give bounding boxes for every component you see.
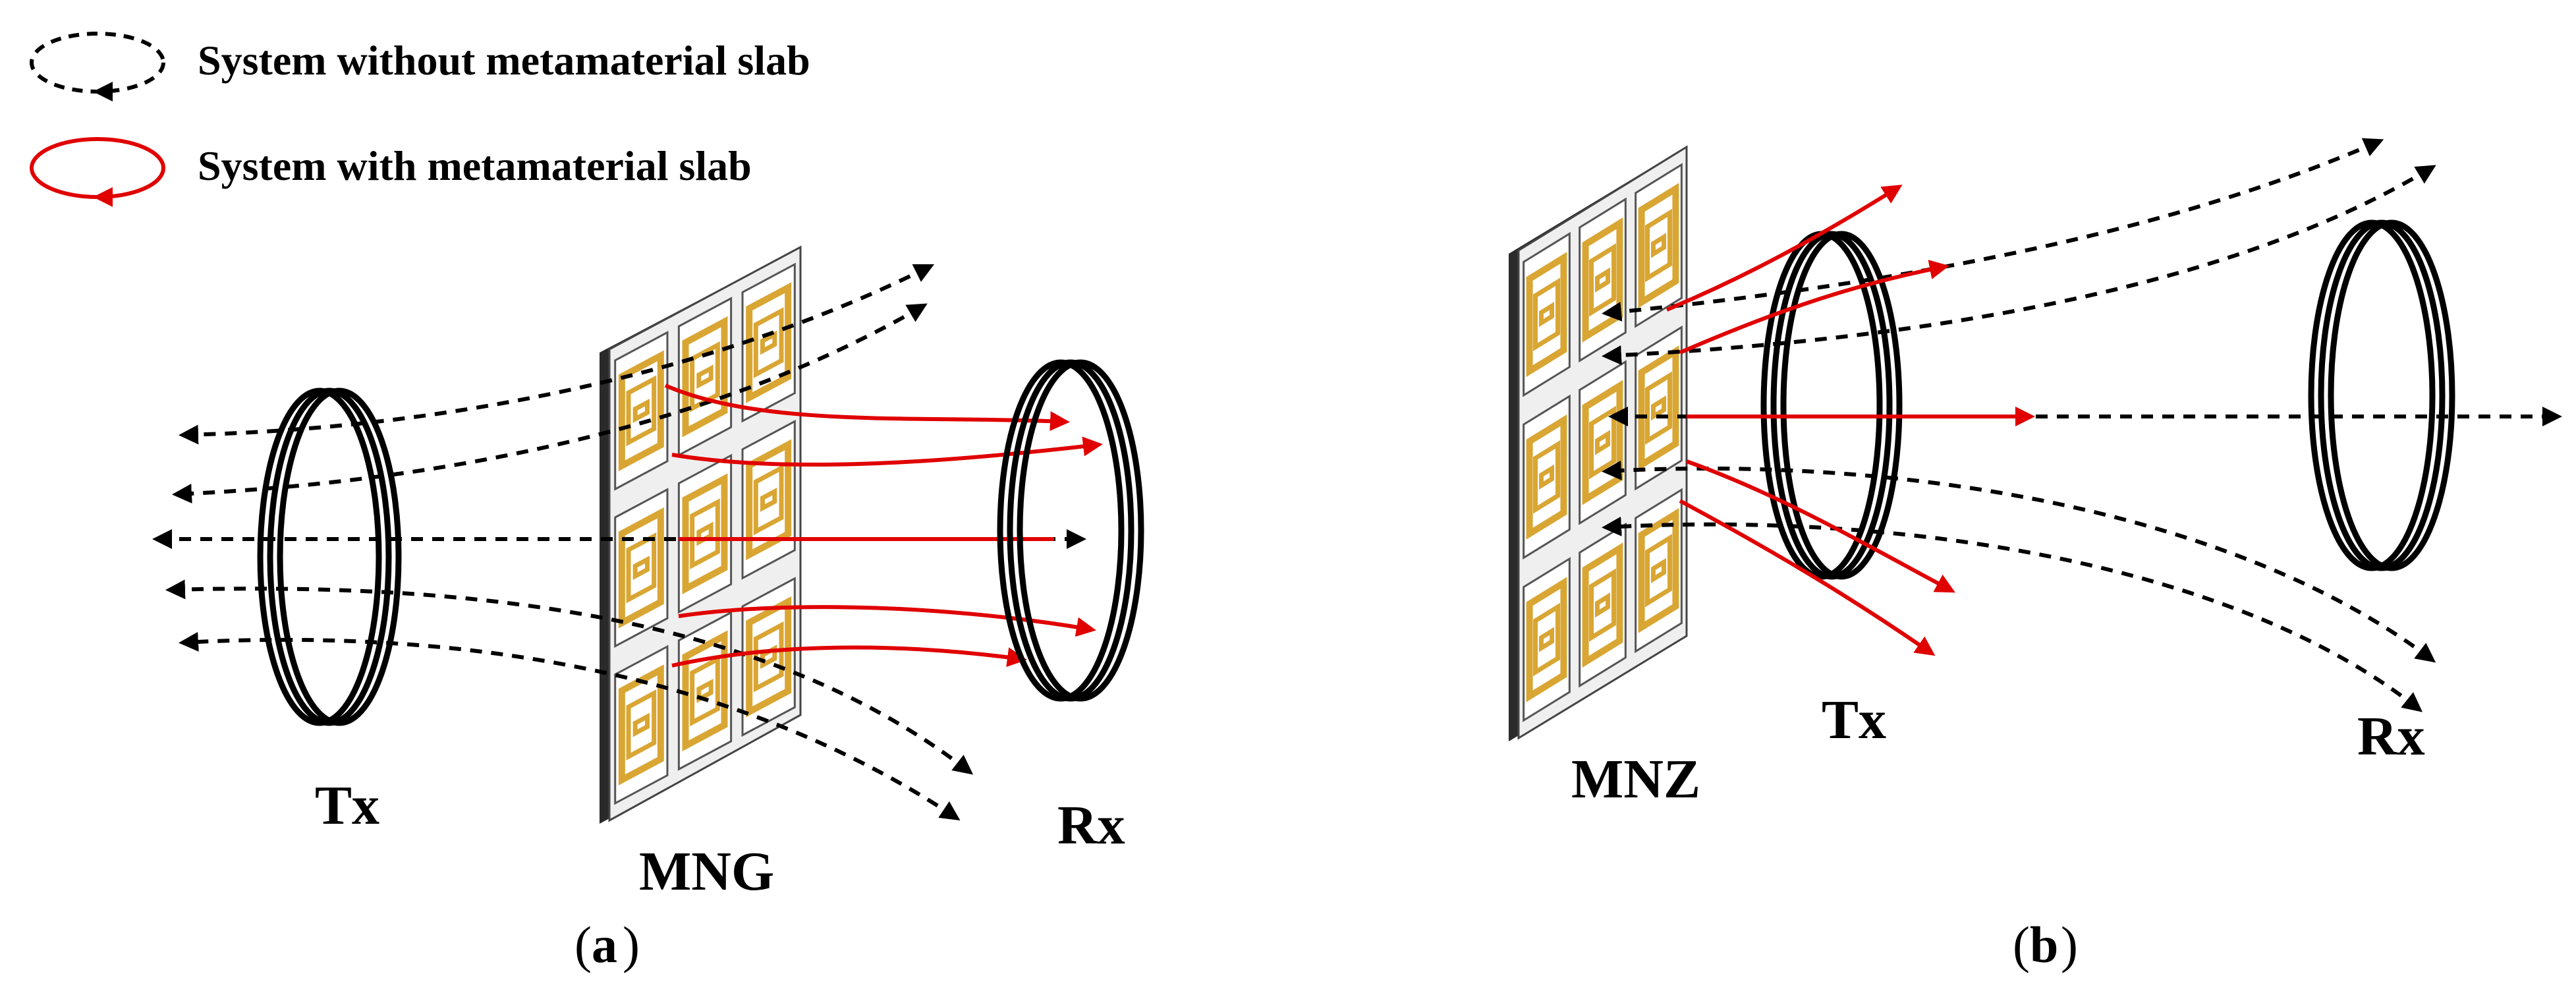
legend-without-slab-icon	[30, 32, 165, 101]
legend: System without metamaterial slab System …	[30, 32, 810, 207]
mng-unit-cell	[741, 419, 796, 580]
panel-a: Tx MNG Rx ( a )	[152, 245, 1144, 973]
caption-b: ( b )	[2013, 916, 2078, 973]
svg-text:(: (	[574, 916, 592, 973]
mnz-unit-cell	[1523, 231, 1571, 397]
mnz-unit-cell	[1635, 488, 1683, 654]
mng-unit-cell	[677, 453, 733, 614]
caption-b-letter: b	[2030, 916, 2058, 973]
svg-text:(: (	[2013, 916, 2030, 973]
legend-with-slab-icon	[30, 137, 165, 207]
mnz-slab	[1509, 145, 1688, 741]
svg-text:): )	[2061, 916, 2078, 973]
field-lines-without-slab-b	[1602, 138, 2562, 712]
mng-unit-cell	[614, 645, 669, 805]
mnz-unit-cell	[1579, 522, 1627, 688]
rx-coil-a	[997, 359, 1144, 702]
mng-unit-cell	[677, 297, 733, 457]
mnz-unit-cell	[1579, 360, 1627, 525]
caption-a: ( a )	[574, 916, 640, 973]
mnz-unit-cell	[1635, 163, 1683, 328]
mnz-unit-cell	[1523, 394, 1571, 560]
mng-unit-cell	[614, 488, 669, 648]
mnz-label: MNZ	[1571, 749, 1700, 810]
legend-with-label: System with metamaterial slab	[198, 142, 752, 189]
legend-without-label: System without metamaterial slab	[198, 37, 810, 84]
tx-label-b: Tx	[1822, 689, 1886, 751]
mng-unit-cell	[741, 577, 796, 737]
field-lines-with-slab-b	[1666, 185, 2035, 656]
mng-label: MNG	[639, 841, 774, 902]
tx-label-a: Tx	[315, 775, 379, 836]
mng-unit-cell	[741, 262, 796, 423]
tx-coil-a	[257, 387, 402, 726]
panel-b: MNZ Tx Rx ( b )	[1509, 138, 2562, 973]
rx-label-a: Rx	[1057, 795, 1125, 856]
mng-unit-cell	[614, 330, 669, 491]
caption-a-letter: a	[592, 916, 617, 973]
mnz-unit-cell	[1579, 197, 1627, 363]
mnz-unit-cell	[1523, 557, 1571, 722]
svg-text:): )	[623, 916, 640, 973]
rx-coil-b	[2308, 219, 2455, 571]
rx-label-b: Rx	[2357, 706, 2425, 767]
mng-unit-cell	[677, 610, 733, 771]
